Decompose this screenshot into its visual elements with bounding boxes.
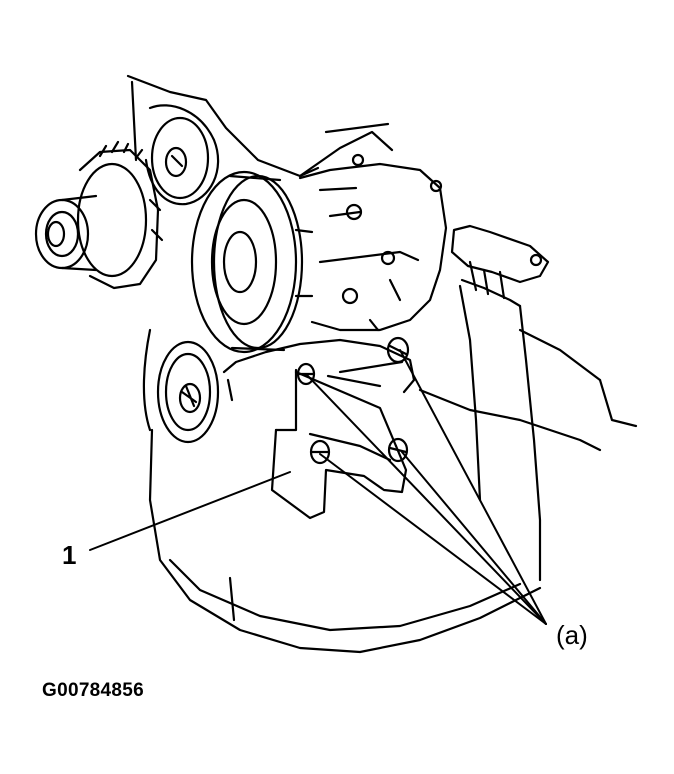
leader-lines bbox=[90, 350, 546, 624]
bolt-group bbox=[298, 338, 408, 463]
part-label-1: 1 bbox=[62, 540, 77, 570]
mounting-bracket bbox=[224, 340, 414, 518]
bolt-upper-right bbox=[388, 338, 408, 362]
coolant-hose bbox=[452, 226, 548, 580]
leader-line-a-3 bbox=[320, 454, 546, 624]
pump-housing bbox=[300, 155, 446, 330]
leader-line-a-1 bbox=[400, 350, 546, 624]
bolt-lower-right bbox=[389, 439, 407, 461]
figure-code: G00784856 bbox=[42, 680, 145, 701]
bolt-lower-left bbox=[311, 441, 329, 463]
leader-line-a-4 bbox=[402, 452, 546, 624]
leader-line-a-2 bbox=[306, 374, 546, 624]
leader-line-part-1 bbox=[90, 472, 290, 550]
idler-pulley-lower bbox=[158, 342, 218, 442]
engine-block bbox=[128, 76, 636, 652]
main-pulley bbox=[192, 172, 312, 352]
bolt-callout-label: (a) bbox=[556, 620, 588, 650]
alternator bbox=[36, 142, 162, 288]
idler-pulley-upper bbox=[146, 105, 218, 204]
